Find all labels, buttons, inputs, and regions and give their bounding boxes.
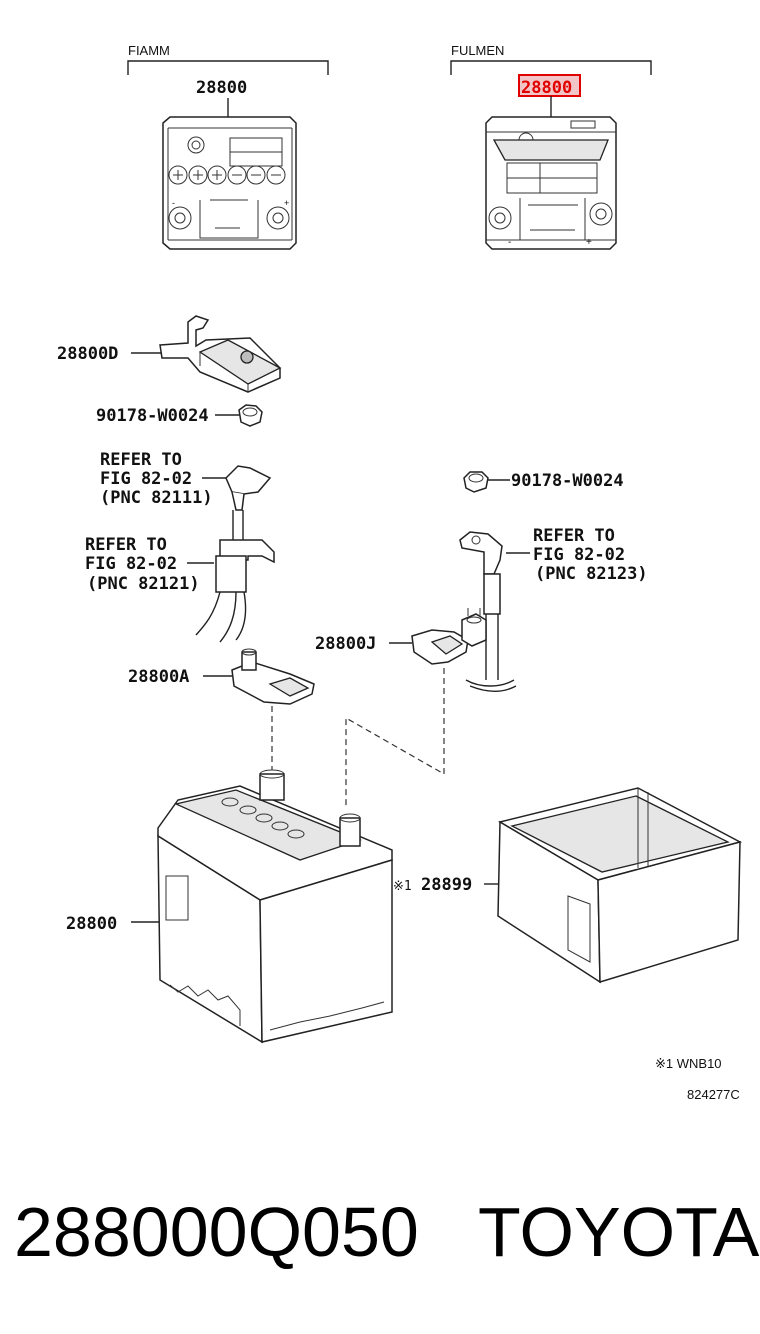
battery-tray-part bbox=[497, 787, 743, 984]
svg-text:REFER TO: REFER TO bbox=[100, 450, 182, 470]
negative-clamp-part bbox=[411, 608, 487, 665]
reference-3: REFER TO FIG 82-02 (PNC 82123) bbox=[533, 526, 648, 584]
callout-nut-top[interactable]: 90178-W0024 bbox=[96, 406, 209, 426]
callout-negative-clamp[interactable]: 28800J bbox=[315, 634, 376, 654]
svg-text:FIG 82-02: FIG 82-02 bbox=[85, 554, 177, 574]
callout-tray-mark: ※1 bbox=[393, 879, 412, 894]
nut-part-right bbox=[463, 471, 489, 493]
svg-text:+: + bbox=[284, 198, 289, 208]
positive-clamp-part bbox=[231, 648, 315, 705]
callout-main-battery[interactable]: 28800 bbox=[66, 914, 117, 934]
callout-positive-clamp[interactable]: 28800A bbox=[128, 667, 189, 687]
nut-part-top bbox=[238, 404, 263, 427]
svg-text:(PNC 82123): (PNC 82123) bbox=[535, 564, 648, 584]
callout-nut-right[interactable]: 90178-W0024 bbox=[511, 471, 624, 491]
assembly-line-negative bbox=[345, 668, 445, 808]
svg-text:FIG 82-02: FIG 82-02 bbox=[100, 469, 192, 489]
callout-fulmen-battery[interactable]: 28800 bbox=[521, 78, 572, 98]
terminal-cover-part bbox=[159, 315, 282, 393]
svg-text:FIG 82-02: FIG 82-02 bbox=[533, 545, 625, 565]
svg-text:-: - bbox=[172, 198, 175, 208]
main-battery-part bbox=[157, 769, 393, 1044]
fiamm-bracket: FIAMM bbox=[127, 43, 329, 75]
svg-text:(PNC 82121): (PNC 82121) bbox=[87, 574, 200, 594]
fulmen-battery-top-view: + - bbox=[485, 116, 617, 250]
diagram-code: 824277C bbox=[687, 1087, 740, 1102]
footer-brand: TOYOTA bbox=[478, 1193, 760, 1271]
svg-text:-: - bbox=[508, 237, 511, 248]
footer-part-number: 288000Q050 bbox=[14, 1193, 419, 1271]
brand-label-fiamm: FIAMM bbox=[128, 43, 170, 58]
brand-label-fulmen: FULMEN bbox=[451, 43, 504, 58]
callout-fiamm-battery[interactable]: 28800 bbox=[196, 78, 247, 98]
fiamm-battery-top-view: - + bbox=[162, 116, 297, 250]
positive-cable-upper bbox=[225, 465, 272, 540]
reference-2: REFER TO FIG 82-02 (PNC 82121) bbox=[85, 535, 200, 594]
fulmen-bracket: FULMEN bbox=[450, 43, 652, 75]
footnote: ※1 WNB10 bbox=[655, 1056, 722, 1071]
svg-text:+: + bbox=[586, 237, 592, 248]
svg-text:(PNC 82111): (PNC 82111) bbox=[100, 488, 213, 508]
callout-highlight-box bbox=[518, 74, 581, 97]
reference-1: REFER TO FIG 82-02 (PNC 82111) bbox=[100, 450, 213, 508]
callout-battery-tray[interactable]: 28899 bbox=[421, 875, 472, 895]
svg-text:REFER TO: REFER TO bbox=[85, 535, 167, 555]
positive-cable-lower bbox=[195, 539, 275, 643]
callout-terminal-cover[interactable]: 28800D bbox=[57, 344, 118, 364]
svg-text:REFER TO: REFER TO bbox=[533, 526, 615, 546]
negative-cable bbox=[459, 531, 517, 692]
